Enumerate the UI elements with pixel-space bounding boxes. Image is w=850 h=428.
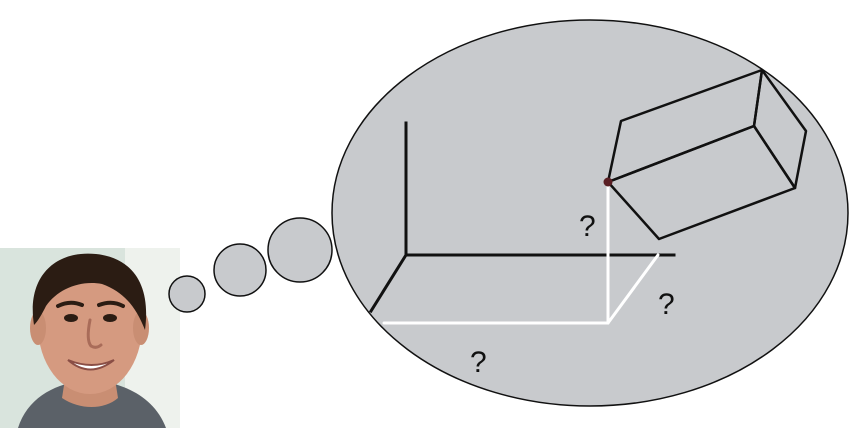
right-eyebrow: [97, 300, 125, 308]
hair: [32, 253, 147, 330]
coordinate-axes: [368, 121, 676, 314]
target-point: [603, 177, 613, 187]
person-photo: [0, 248, 180, 428]
right-eye: [103, 314, 117, 322]
thought-dot-large: [267, 217, 333, 283]
thought-dot-medium: [213, 243, 267, 297]
left-eyebrow: [56, 300, 84, 308]
thought-bubble: [168, 19, 849, 407]
thought-cloud: [331, 19, 849, 407]
projection-lines: [382, 180, 660, 325]
horizontal-unknown-label: ?: [470, 346, 487, 379]
left-eye: [64, 314, 78, 322]
prism-front-face: [606, 124, 797, 241]
nose: [86, 318, 103, 349]
y-axis: [368, 252, 409, 314]
smile: [67, 359, 115, 371]
rectangular-prism: [606, 68, 808, 241]
thought-dot-small: [168, 275, 206, 313]
depth-projection: [606, 253, 660, 325]
depth-unknown-label: ?: [658, 288, 675, 321]
vertical-unknown-label: ?: [579, 210, 596, 243]
